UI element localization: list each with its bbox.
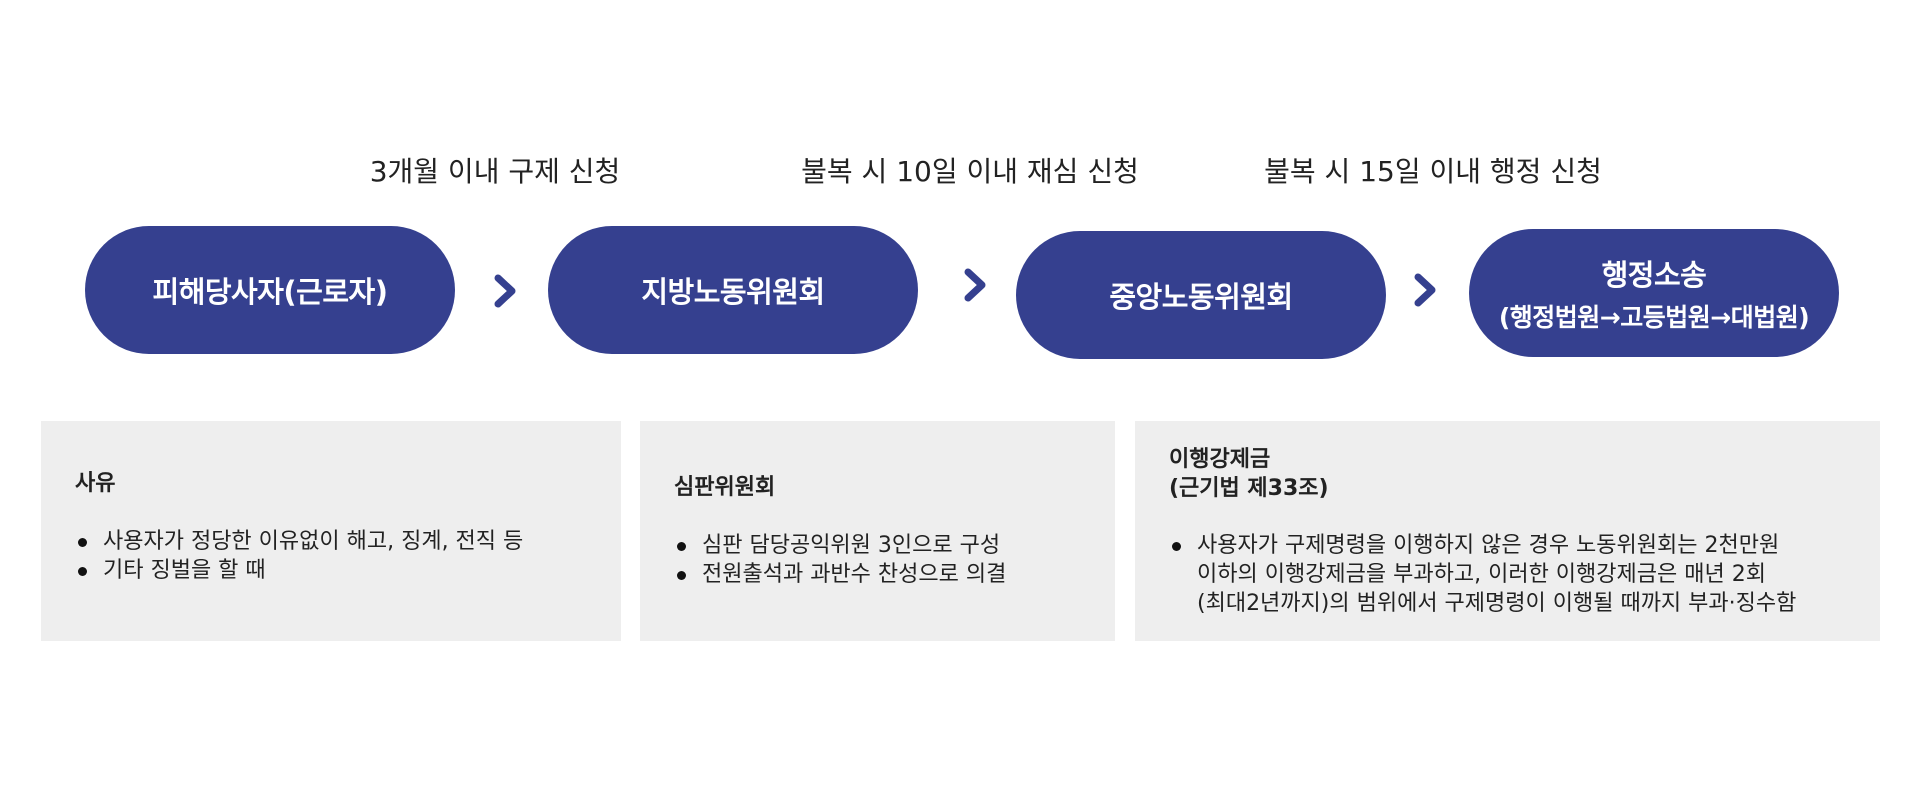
info-box-enforcement-fine-title: 이행강제금 (근기법 제33조) <box>1169 445 1329 503</box>
step-regional-labor-commission-label: 지방노동위원회 <box>641 275 825 309</box>
step-regional-labor-commission: 지방노동위원회 <box>548 226 918 354</box>
step-central-labor-commission: 중앙노동위원회 <box>1016 231 1386 359</box>
list-item: 기타 징벌을 할 때 <box>75 556 523 585</box>
info-box-reason: 사유 사용자가 정당한 이유없이 해고, 징계, 전직 등 기타 징벌을 할 때 <box>41 421 621 641</box>
list-item: 사용자가 정당한 이유없이 해고, 징계, 전직 등 <box>75 527 523 556</box>
step-central-labor-commission-label: 중앙노동위원회 <box>1109 280 1293 314</box>
info-box-reason-list: 사용자가 정당한 이유없이 해고, 징계, 전직 등 기타 징벌을 할 때 <box>75 527 523 585</box>
info-box-reason-title: 사유 <box>75 471 116 496</box>
list-item: 사용자가 구제명령을 이행하지 않은 경우 노동위원회는 2천만원 이하의 이행… <box>1169 531 1796 618</box>
step-administrative-litigation-courts: (행정법원→고등법원→대법원) <box>1498 303 1810 332</box>
info-box-enforcement-fine: 이행강제금 (근기법 제33조) 사용자가 구제명령을 이행하지 않은 경우 노… <box>1135 421 1880 641</box>
info-box-tribunal-list: 심판 담당공익위원 3인으로 구성 전원출석과 과반수 찬성으로 의결 <box>674 531 1006 589</box>
step-worker: 피해당사자(근로자) <box>85 226 455 354</box>
chevron-right-icon <box>494 274 516 308</box>
info-box-tribunal: 심판위원회 심판 담당공익위원 3인으로 구성 전원출석과 과반수 찬성으로 의… <box>640 421 1115 641</box>
list-item-line: 이하의 이행강제금을 부과하고, 이러한 이행강제금은 매년 2회 <box>1197 562 1766 587</box>
chevron-right-icon <box>1414 273 1436 307</box>
list-item: 심판 담당공익위원 3인으로 구성 <box>674 531 1006 560</box>
list-item-line: (최대2년까지)의 범위에서 구제명령이 이행될 때까지 부과·징수함 <box>1197 591 1797 616</box>
list-item-line: 사용자가 구제명령을 이행하지 않은 경우 노동위원회는 2천만원 <box>1197 533 1780 558</box>
caption-review-application: 불복 시 10일 이내 재심 신청 <box>801 155 1139 188</box>
caption-relief-application: 3개월 이내 구제 신청 <box>369 155 621 188</box>
step-administrative-litigation-title: 행정소송 <box>1601 258 1707 292</box>
info-box-enforcement-fine-title-line: 이행강제금 <box>1169 447 1271 472</box>
step-administrative-litigation: 행정소송 (행정법원→고등법원→대법원) <box>1469 229 1839 357</box>
step-worker-label: 피해당사자(근로자) <box>152 275 388 309</box>
list-item: 전원출석과 과반수 찬성으로 의결 <box>674 560 1006 589</box>
info-box-tribunal-title: 심판위원회 <box>674 475 776 500</box>
info-box-enforcement-fine-list: 사용자가 구제명령을 이행하지 않은 경우 노동위원회는 2천만원 이하의 이행… <box>1169 531 1796 618</box>
chevron-right-icon <box>964 268 986 302</box>
caption-administrative-application: 불복 시 15일 이내 행정 신청 <box>1264 155 1602 188</box>
info-box-enforcement-fine-title-line: (근기법 제33조) <box>1169 476 1329 501</box>
